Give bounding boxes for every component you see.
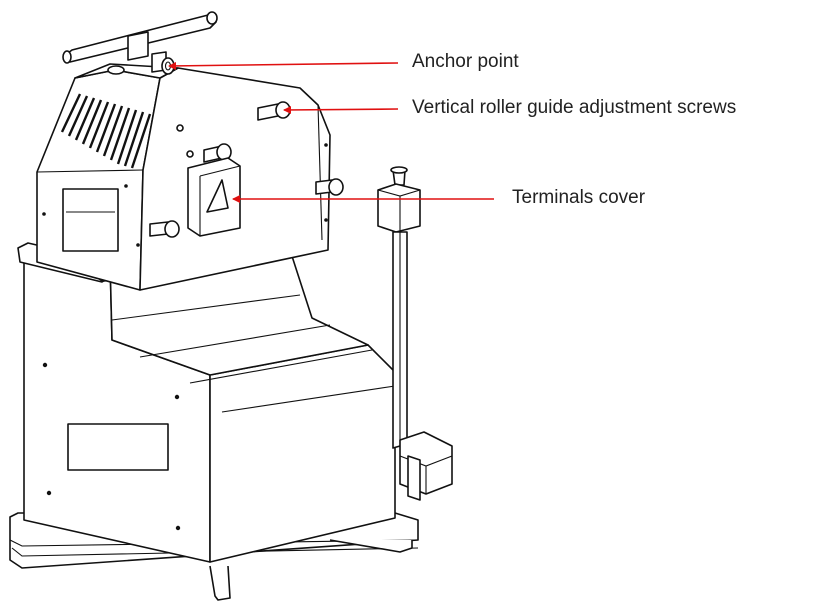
motor-housing — [36, 63, 331, 291]
leader-lines — [168, 62, 494, 203]
vent-grille — [60, 93, 152, 169]
terminals-cover-box — [187, 157, 241, 237]
leader-line-screws — [283, 108, 399, 111]
lower-cabinet — [23, 249, 396, 563]
control-post — [377, 166, 453, 501]
housing-plate — [62, 188, 119, 252]
arrowhead-screws-icon — [283, 106, 291, 114]
label-roller-guide-screws: Vertical roller guide adjustment screws — [412, 97, 737, 118]
arrowhead-anchor-icon — [168, 62, 176, 70]
label-terminals-cover: Terminals cover — [512, 187, 646, 208]
crank-handle — [62, 11, 218, 75]
adjustment-screws — [149, 101, 344, 238]
cabinet-plate — [67, 423, 169, 471]
label-anchor-point: Anchor point — [412, 51, 519, 72]
leader-line-anchor — [168, 62, 399, 67]
arrowhead-terminals-icon — [232, 195, 240, 203]
